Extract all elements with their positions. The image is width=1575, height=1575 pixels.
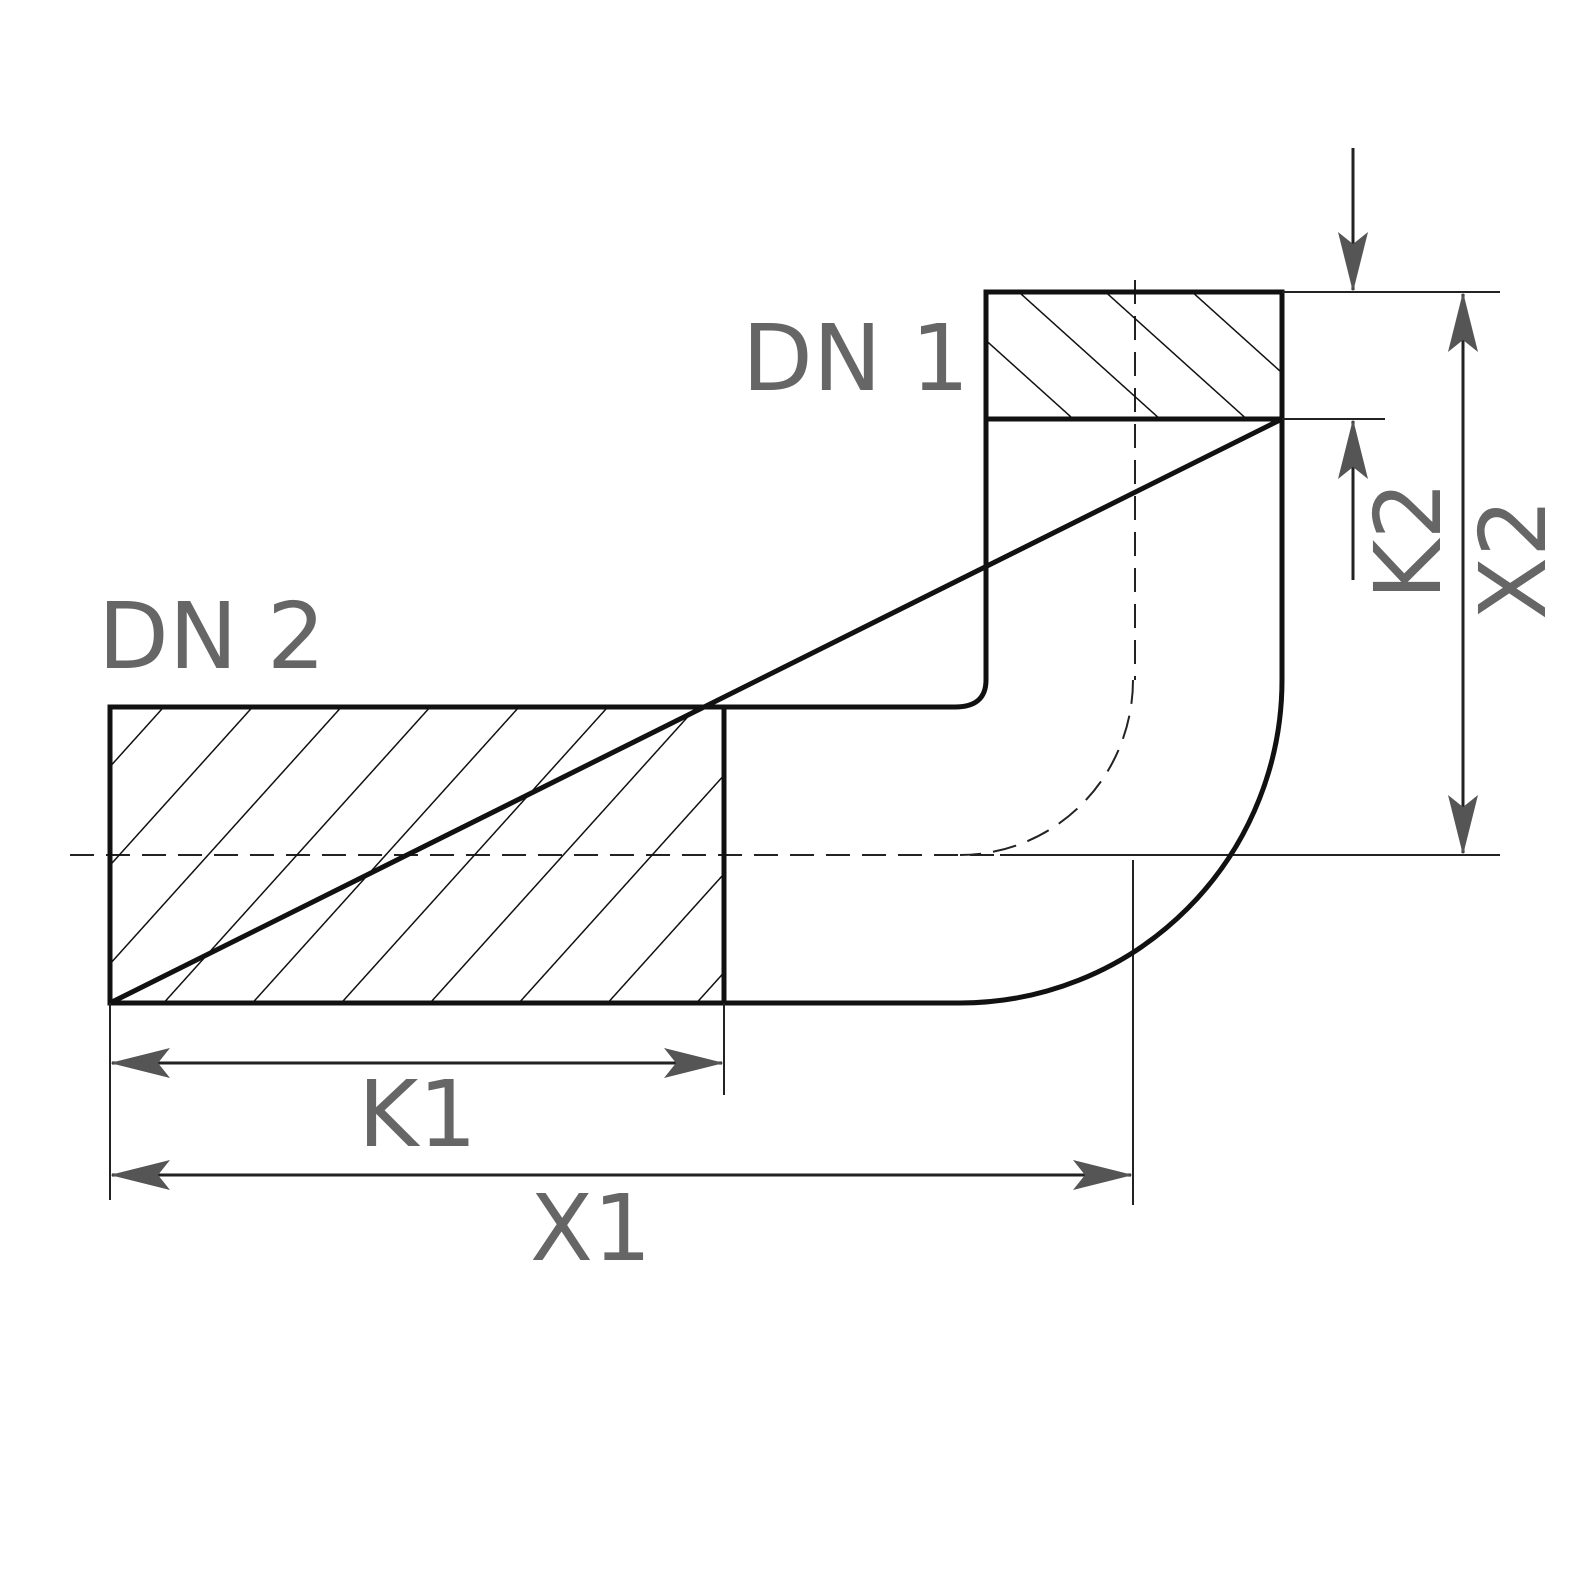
k2-label: K2 [1355, 481, 1462, 600]
dn1-label: DN 1 [742, 305, 969, 412]
pipe-outer-outline [108, 414, 1285, 1006]
centerline-arc [959, 679, 1134, 856]
x1-label: X1 [530, 1175, 652, 1282]
dn2-section-outline [107, 704, 727, 1006]
dn1-hatched-section [986, 292, 1282, 419]
k1-label: K1 [358, 1061, 477, 1168]
x2-label: X2 [1460, 498, 1567, 620]
pipe-inner-outline [110, 419, 989, 710]
dn1-section-outline [983, 289, 1285, 422]
dn2-label: DN 2 [98, 583, 325, 690]
